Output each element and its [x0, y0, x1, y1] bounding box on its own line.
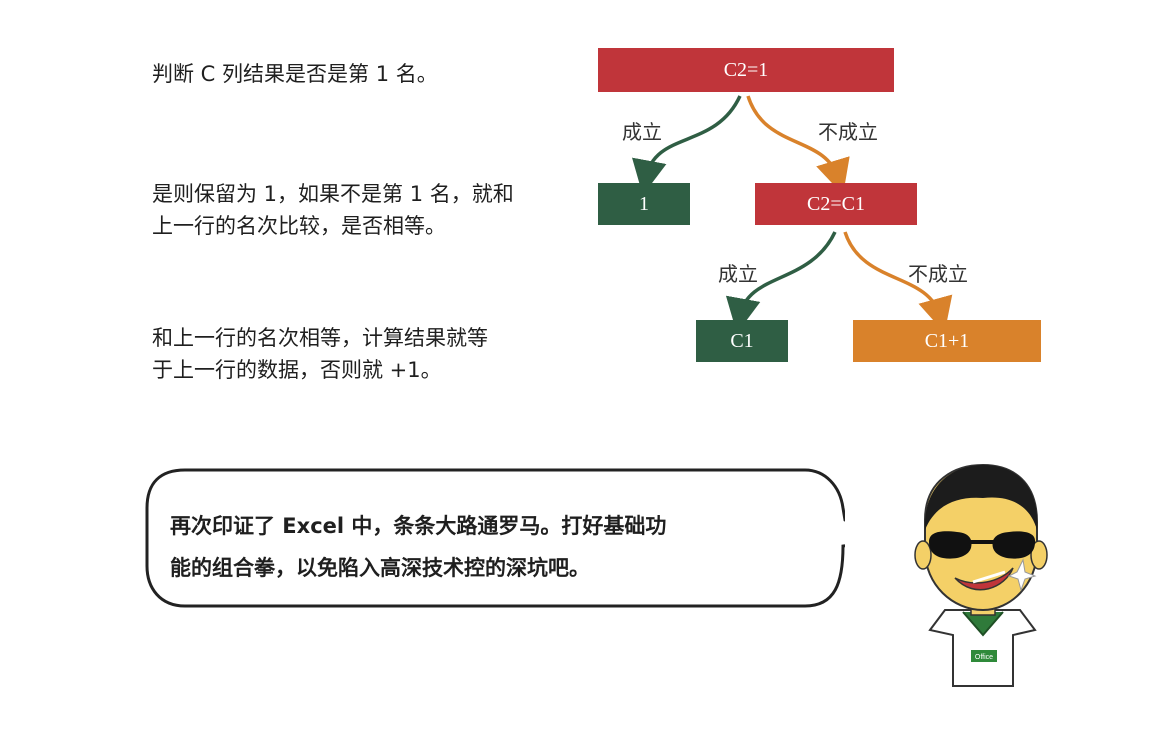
explanation-step-3: 和上一行的名次相等，计算结果就等 于上一行的数据，否则就 +1。	[152, 322, 488, 386]
speech-bubble-line-2: 能的组合拳，以免陷入高深技术控的深坑吧。	[170, 556, 590, 580]
result-true-1: 1	[598, 183, 690, 225]
mascot-character: Office	[914, 463, 1048, 687]
arrow-root-true	[632, 95, 742, 196]
result-c1-plus-1: C1+1	[853, 320, 1041, 362]
speech-bubble-line-1: 再次印证了 Excel 中，条条大路通罗马。打好基础功	[170, 514, 667, 538]
arrow-root-false	[746, 95, 850, 195]
condition-second: C2=C1	[755, 183, 917, 225]
speech-bubble-text: 再次印证了 Excel 中，条条大路通罗马。打好基础功 能的组合拳，以免陷入高深…	[170, 505, 830, 589]
condition-root: C2=1	[598, 48, 894, 92]
office-logo-icon: Office	[971, 650, 997, 662]
arrow-second-false	[843, 231, 953, 333]
label-root-false: 不成立	[818, 120, 878, 144]
label-second-false: 不成立	[908, 262, 968, 286]
label-root-true: 成立	[622, 120, 662, 144]
office-logo-text: Office	[975, 654, 993, 661]
sunglasses-icon	[929, 531, 1036, 559]
label-second-true: 成立	[718, 262, 758, 286]
result-c1: C1	[696, 320, 788, 362]
speech-bubble	[145, 468, 845, 608]
explanation-step-2-line-1: 是则保留为 1，如果不是第 1 名，就和	[152, 182, 514, 206]
explanation-step-3-line-2: 于上一行的数据，否则就 +1。	[152, 358, 442, 382]
arrow-second-true	[725, 231, 837, 334]
explanation-step-1: 判断 C 列结果是否是第 1 名。	[152, 62, 438, 86]
explanation-step-2: 是则保留为 1，如果不是第 1 名，就和 上一行的名次比较，是否相等。	[152, 178, 514, 242]
explanation-step-3-line-1: 和上一行的名次相等，计算结果就等	[152, 326, 488, 350]
explanation-step-2-line-2: 上一行的名次比较，是否相等。	[152, 214, 446, 238]
